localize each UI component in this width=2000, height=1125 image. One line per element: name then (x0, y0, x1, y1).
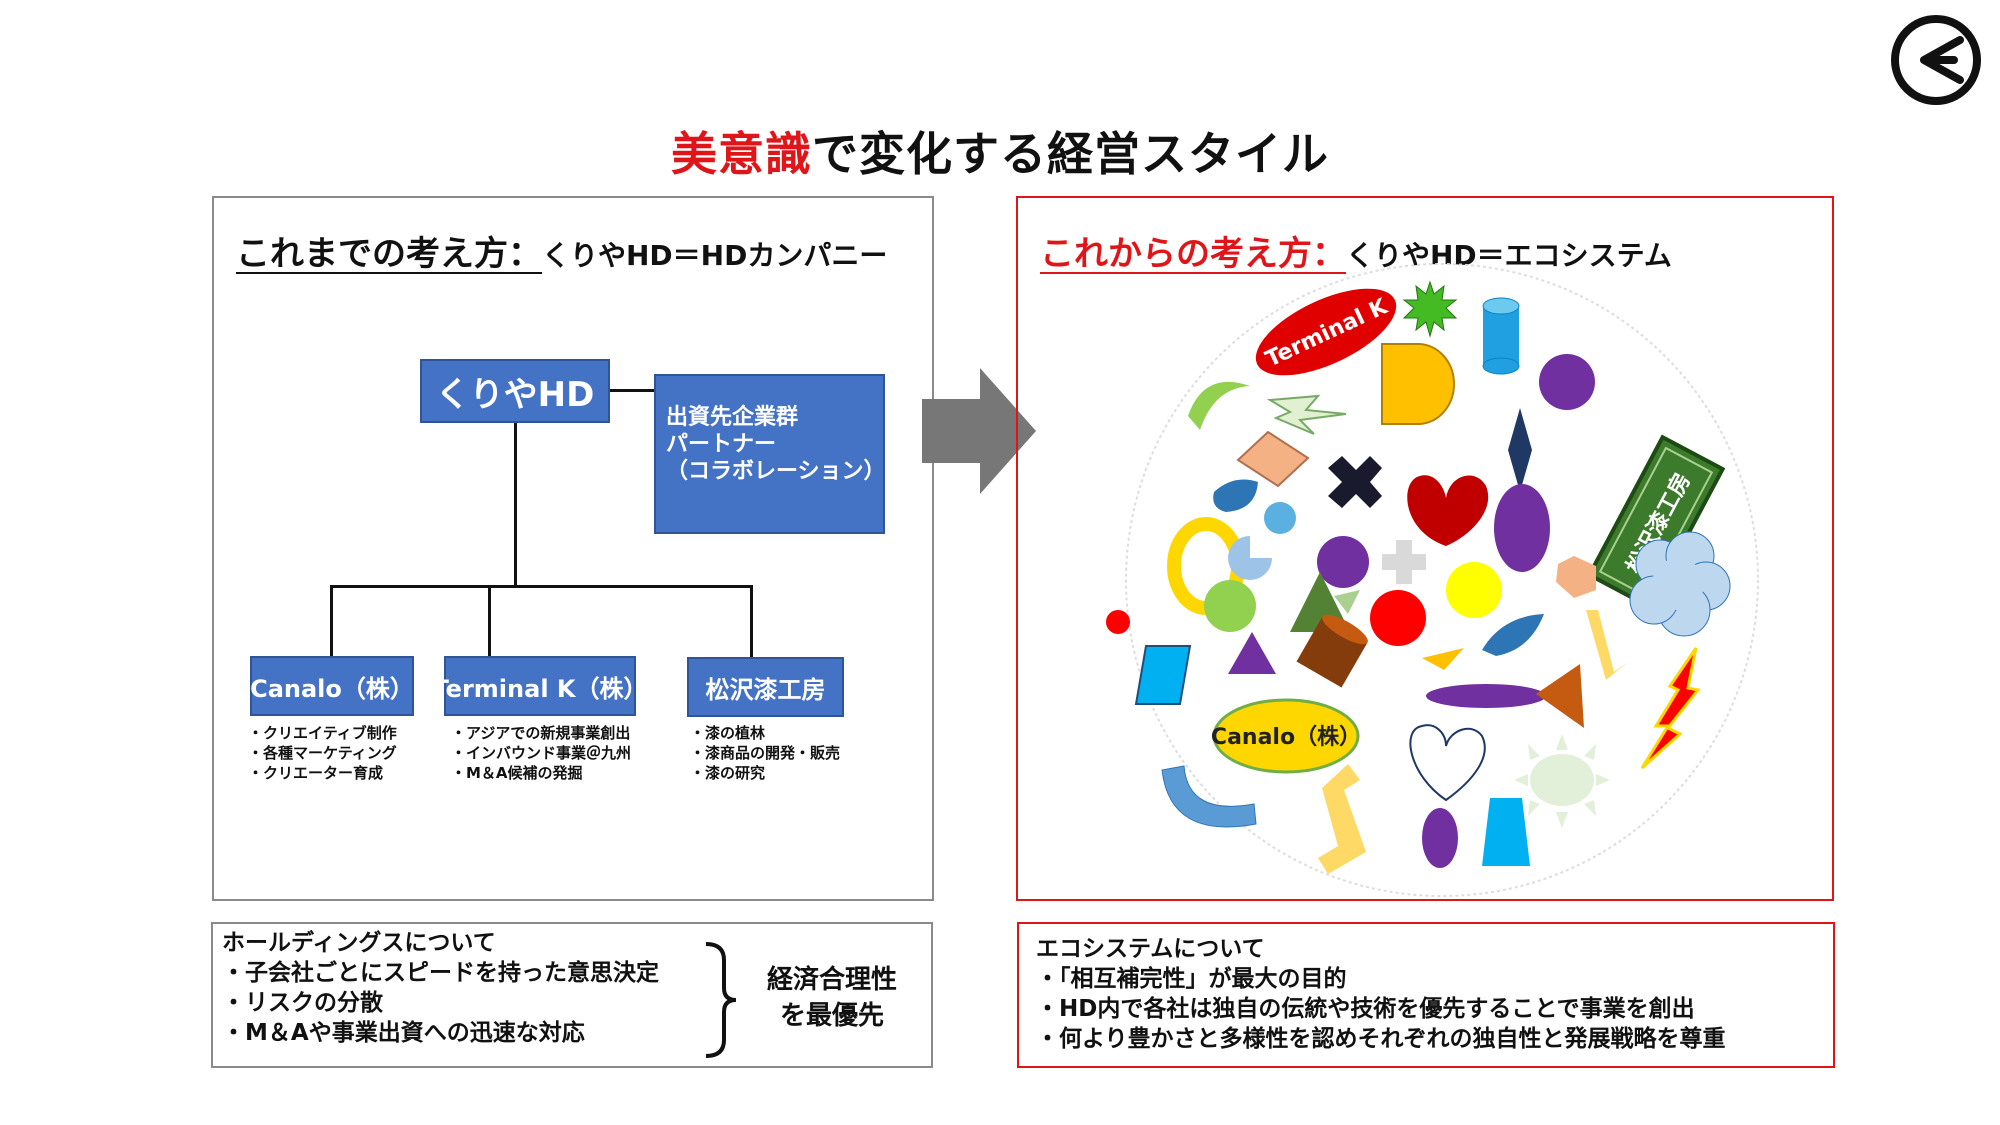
yellow-circle (1446, 562, 1502, 618)
holdings-bullet: ・リスクの分散 (222, 990, 383, 1016)
matsuzawa-bullets: ・漆の植林 ・漆商品の開発・販売 ・漆の研究 (690, 723, 840, 783)
economic-rationality-label: 経済合理性 を最優先 (752, 962, 912, 1034)
red-circle (1370, 590, 1426, 646)
bullet-item: ・インバウンド事業＠九州 (451, 744, 632, 762)
ecosystem-bullet: ・HD内で各社は独自の伝統や技術を優先することで事業を創出 (1036, 996, 1695, 1022)
lightning-shape (1266, 394, 1347, 435)
purple-ellipse (1494, 484, 1550, 572)
old-heading-sub: くりやHD＝HDカンパニー (542, 239, 888, 272)
bullet-item: ・クリエイティブ制作 (248, 724, 397, 742)
page-title: 美意識で変化する経営スタイル (0, 118, 2000, 184)
brown-cylinder-shape (1296, 614, 1368, 688)
cloud-shape (1629, 531, 1731, 637)
ecosystem-note-box (1017, 922, 1835, 1068)
purple-small-circle (1317, 536, 1369, 588)
bullet-item: ・漆の研究 (690, 764, 766, 782)
old-heading-main: これまでの考え方： (236, 234, 542, 274)
sun-shape (1514, 734, 1610, 828)
title-rest: で変化する経営スタイル (812, 127, 1329, 181)
lightblue-circle (1264, 502, 1296, 534)
matsuzawa-box: 松沢漆工房 (687, 657, 844, 717)
pie-shape (1228, 536, 1272, 580)
brace-icon (705, 942, 737, 1058)
green-crescent-shape (1188, 381, 1250, 430)
bullet-item: ・クリエーター育成 (248, 764, 384, 782)
brown-triangle-shape (1536, 664, 1584, 728)
purple-wide-ellipse (1426, 684, 1546, 708)
terminal-k-bullets: ・アジアでの新規事業創出 ・インバウンド事業＠九州 ・M＆A候補の発掘 (451, 723, 631, 783)
green-circle (1204, 580, 1256, 632)
explosion-shape (1640, 647, 1701, 770)
blue-teardrop-shape (1213, 479, 1258, 512)
ecosystem-note-title: エコシステムについて (1036, 936, 1265, 962)
bullet-item: ・アジアでの新規事業創出 (451, 724, 631, 742)
partner-box: 出資先企業群 パートナー （コラボレーション） (654, 374, 886, 534)
ecosystem-bullet: ・何より豊かさと多様性を認めそれぞれの独自性と発展戦略を尊重 (1036, 1026, 1726, 1052)
old-approach-panel: これまでの考え方：くりやHD＝HDカンパニー (212, 196, 934, 901)
transition-arrow-icon (922, 368, 1036, 494)
partner-line: （コラボレーション） (666, 459, 886, 484)
chevron-yellow-shape (1586, 610, 1628, 680)
canalo-ellipse-label: Canalo（株） (1211, 725, 1361, 750)
holdings-note-box (211, 922, 933, 1068)
partner-line: 出資先企業群 (666, 405, 799, 430)
conclusion-line: 経済合理性 (766, 965, 897, 995)
old-approach-heading: これまでの考え方：くりやHD＝HDカンパニー (236, 226, 887, 275)
ecosystem-diagram: Terminal K 松沢漆工房 (1106, 263, 1759, 897)
canalo-box: Canalo（株） (250, 656, 414, 716)
cylinder-shape (1482, 297, 1520, 375)
org-line-matsuzawa (750, 585, 753, 657)
holdings-note-title: ホールディングスについて (222, 930, 496, 956)
org-line-trunk (514, 423, 517, 587)
canalo-bullets: ・クリエイティブ制作 ・各種マーケティング ・クリエーター育成 (248, 723, 397, 783)
plus-shape (1382, 540, 1426, 584)
holdings-bullet: ・M＆Aや事業出資への迅速な対応 (222, 1020, 585, 1046)
holdings-note: ホールディングスについて ・子会社ごとにスピードを持った意思決定 ・リスクの分散… (222, 928, 659, 1048)
new-heading-main: これからの考え方： (1040, 234, 1346, 274)
bullet-item: ・M＆A候補の発掘 (451, 764, 583, 782)
conclusion-line: を最優先 (779, 1001, 884, 1031)
bullet-item: ・漆商品の開発・販売 (690, 744, 841, 762)
org-line-canalo (330, 585, 333, 656)
red-heart-shape (1407, 475, 1489, 546)
purple-triangle-shape (1228, 632, 1276, 674)
matsuzawa-rect: 松沢漆工房 (1586, 434, 1726, 610)
light-green-triangle-shape (1334, 590, 1360, 614)
org-line-partner (610, 389, 654, 392)
blue-trapezoid-shape (1482, 798, 1530, 866)
partner-line: パートナー (666, 432, 777, 457)
terminal-k-box: Terminal K（株） (433, 656, 648, 716)
pentagon-shape (1556, 556, 1596, 598)
bullet-item: ・漆の植林 (690, 724, 766, 742)
star-burst-shape (1402, 280, 1458, 338)
org-line-terminal (488, 585, 491, 656)
holdings-bullet: ・子会社ごとにスピードを持った意思決定 (222, 960, 659, 986)
orange-triangle-shape (1422, 648, 1464, 670)
company-logo-icon (1891, 15, 1981, 105)
title-highlight: 美意識 (671, 127, 812, 181)
canalo-ellipse: Canalo（株） (1211, 698, 1361, 774)
ecosystem-bullet: ・「相互補完性」が最大の目的 (1036, 966, 1347, 992)
purple-circle (1539, 354, 1595, 410)
new-approach-heading: これからの考え方：くりやHD＝エコシステム (1040, 226, 1672, 275)
org-line-horizontal (330, 585, 752, 588)
ecosystem-note: エコシステムについて ・「相互補完性」が最大の目的 ・HD内で各社は独自の伝統や… (1036, 934, 1726, 1054)
blue-arc-shape (1161, 765, 1257, 828)
yellow-chevron-shape (1318, 764, 1366, 874)
cross-shape (1328, 456, 1382, 508)
hd-company-box: くりやHD (420, 359, 610, 423)
purple-oval (1422, 808, 1458, 868)
red-dot (1106, 610, 1130, 634)
new-approach-panel: これからの考え方：くりやHD＝エコシステム (1016, 196, 1834, 901)
white-heart-shape (1409, 724, 1486, 802)
diamond-shape (1236, 430, 1310, 488)
navy-rhombus-shape (1508, 408, 1532, 492)
d-shape (1381, 343, 1455, 425)
blue-tear-shape (1482, 614, 1544, 656)
blue-parallelogram-shape (1134, 645, 1192, 705)
bullet-item: ・各種マーケティング (248, 744, 397, 762)
